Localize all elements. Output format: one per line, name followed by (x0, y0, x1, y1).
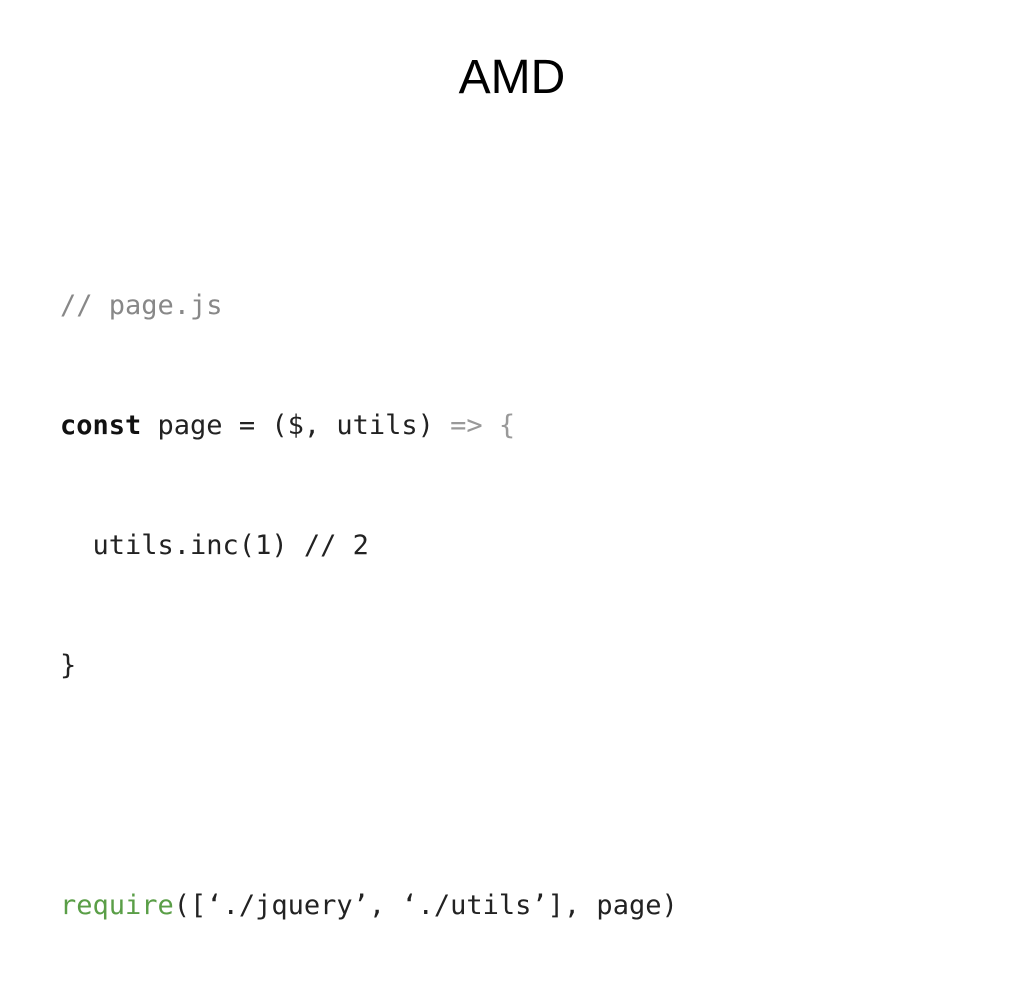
code-arrow: => { (450, 410, 516, 441)
code-function-require: require (60, 890, 174, 921)
code-text: utils.inc(1) // 2 (60, 530, 369, 561)
code-line-4: } (60, 646, 678, 686)
code-comment: // page.js (60, 290, 223, 321)
code-text: } (60, 650, 77, 681)
slide: AMD // page.js const page = ($, utils) =… (60, 51, 678, 921)
code-line-5 (60, 766, 678, 806)
code-block: // page.js const page = ($, utils) => { … (60, 206, 678, 1006)
code-line-2: const page = ($, utils) => { (60, 406, 678, 446)
code-line-6: require([‘./jquery’, ‘./utils’], page) (60, 886, 678, 926)
code-keyword-const: const (60, 410, 142, 441)
slide-title: AMD (458, 51, 566, 104)
code-line-1: // page.js (60, 286, 678, 326)
code-line-3: utils.inc(1) // 2 (60, 526, 678, 566)
code-text: ([‘./jquery’, ‘./utils’], page) (173, 890, 678, 921)
code-text: page = ($, utils) (141, 410, 451, 441)
